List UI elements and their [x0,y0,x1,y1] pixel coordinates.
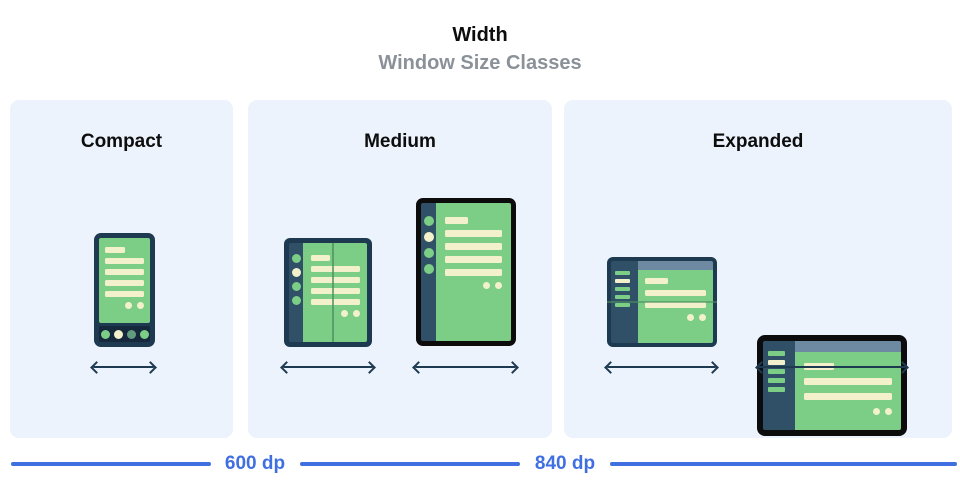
content-line [445,243,502,250]
content-line [311,255,330,261]
breakpoint-label-600: 600 dp [224,453,286,474]
phone-screen [99,238,150,323]
nav-dot [423,232,434,242]
breakpoint-line-segment [11,462,211,466]
nav-dot [126,329,136,339]
breakpoint-line-segment [300,462,520,466]
nav-rail [289,243,303,342]
content-line [804,378,892,385]
nav-dot [423,264,434,274]
content-line [445,256,502,263]
phone-navbar [99,326,150,342]
landscape-screen [638,261,713,343]
content-dots [804,408,892,415]
panel-medium: Medium [248,100,552,438]
dot [353,310,360,317]
content-line [311,277,360,283]
nav-dot [291,296,301,305]
content-line [105,269,144,275]
nav-bar [615,295,630,299]
content-line [105,247,126,253]
foldable-landscape-illustration [607,257,717,347]
nav-bar [615,279,630,283]
panel-compact-label: Compact [80,131,163,152]
tablet-landscape-illustration [757,335,907,436]
phone-portrait-illustration [94,233,155,347]
content-line [105,258,144,264]
content-line [645,278,669,284]
nav-bar [615,287,630,291]
dot [495,282,502,289]
content-dots [645,314,706,321]
content-line [311,299,360,305]
nav-bar [615,303,630,307]
app-topbar [638,261,713,270]
nav-bar [768,387,785,392]
width-arrow-icon [604,361,719,374]
width-arrow-icon [755,361,909,374]
nav-bar [768,360,785,365]
nav-dot [100,329,110,339]
width-arrow-icon [280,361,376,374]
content-line [105,280,144,286]
content-line [105,291,144,297]
dot [699,314,706,321]
dot [341,310,348,317]
content-dots [311,310,360,317]
diagram-title: Width [452,24,508,46]
nav-dot [423,248,434,258]
dot [873,408,880,415]
tablet-portrait-illustration [416,198,516,346]
nav-dot [291,254,301,263]
nav-dot [291,268,301,277]
content-line [311,288,360,294]
nav-bar [615,271,630,275]
nav-bar [768,369,785,374]
breakpoint-line-segment [610,462,957,466]
content-line [804,393,892,400]
dot [687,314,694,321]
content-dots [445,282,502,289]
width-arrow-icon [90,361,157,374]
nav-dot [291,282,301,291]
fold-crease [332,243,335,342]
content-line [445,230,502,237]
panel-compact: Compact [10,100,233,438]
dot [125,302,132,309]
nav-bar [768,351,785,356]
diagram-subtitle: Window Size Classes [378,52,582,74]
dot [483,282,490,289]
dot [137,302,144,309]
panel-expanded: Expanded [564,100,952,438]
app-topbar [795,341,901,352]
panel-medium-label: Medium [364,131,436,152]
panel-expanded-label: Expanded [712,131,804,152]
foldable-portrait-illustration [284,238,372,347]
nav-rail [421,203,436,341]
foldable-screen [303,243,367,342]
dot [885,408,892,415]
nav-dot [113,329,123,339]
nav-dot [423,216,434,226]
tablet-screen [436,203,511,341]
content-line [645,302,706,308]
screen-content [638,270,713,343]
nav-rail [763,341,795,430]
landscape-screen [795,341,901,430]
nav-dot [139,329,149,339]
nav-bar [768,378,785,383]
breakpoint-label-840: 840 dp [534,453,596,474]
content-line [445,269,502,276]
width-arrow-icon [412,361,519,374]
content-line [445,217,468,224]
content-dots [105,302,144,309]
content-line [645,290,706,296]
content-line [311,266,360,272]
fold-crease [607,301,717,304]
